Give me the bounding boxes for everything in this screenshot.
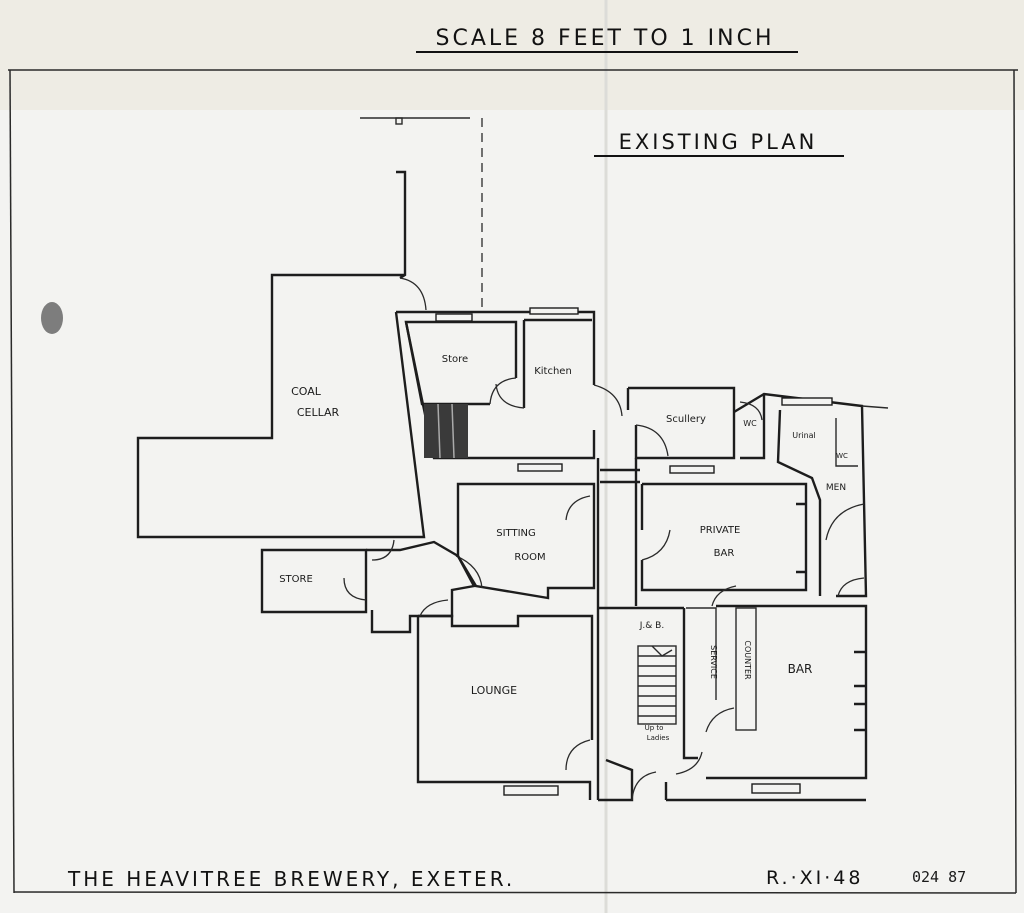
store-lower-walls: [260, 548, 368, 614]
store-lower-door: [343, 577, 367, 601]
counter-return: [686, 607, 717, 700]
stair-hall-door-2: [675, 751, 703, 775]
lounge-door: [565, 739, 591, 771]
jb-label: J.& B.: [639, 621, 664, 631]
lounge-window: [503, 785, 559, 796]
men-door: [825, 503, 865, 541]
stairs-note: Up to: [645, 724, 664, 732]
wc-small-label: WC: [836, 452, 848, 460]
private-bar-door: [641, 529, 671, 561]
store-lower-label: STORE: [279, 574, 313, 585]
pencil-note: 024 87: [912, 868, 966, 886]
company-title: THE HEAVITREE BREWERY, EXETER.: [67, 867, 515, 891]
border-right: [1013, 69, 1017, 894]
kitchen-label: Kitchen: [534, 366, 572, 377]
stair-hall-walls: [598, 606, 698, 802]
service-counter: [735, 607, 757, 731]
coal-cellar-door: [399, 277, 427, 311]
men-label: MEN: [826, 483, 846, 493]
stair-tread: [437, 403, 441, 459]
urinal-wall: [835, 418, 858, 467]
outer-wall-end: [861, 405, 889, 409]
kitchen-wall: [522, 318, 592, 408]
tape-strip: [0, 0, 1024, 110]
coal-cellar-label-2: CELLAR: [297, 406, 340, 419]
urinal-window: [781, 397, 833, 406]
urinal-label: Urinal: [792, 431, 816, 440]
lounge-door-2: [419, 599, 449, 617]
coal-cellar-walls: [136, 170, 426, 539]
corridor-walls: [596, 458, 640, 800]
store-upper-label: Store: [442, 354, 468, 365]
passage-door: [593, 384, 623, 417]
private-bar-walls: [640, 482, 808, 592]
bar-window: [751, 783, 801, 794]
bar-walls: [666, 604, 868, 802]
scullery-label: Scullery: [666, 414, 706, 425]
kitchen-door: [495, 383, 525, 409]
main-staircase: [637, 645, 677, 725]
private-bar-window: [669, 465, 715, 474]
sitting-room-door: [565, 495, 591, 521]
lounge-walls: [416, 614, 594, 800]
border-bottom: [13, 891, 1017, 894]
store-window: [435, 313, 473, 322]
private-bar-label-2: BAR: [714, 548, 735, 559]
sitting-room-walls: [456, 482, 596, 600]
border-left: [9, 69, 15, 894]
stair-tread: [451, 403, 455, 459]
bar-label: BAR: [788, 662, 813, 676]
plan-title: EXISTING PLAN: [619, 130, 818, 154]
men-door-2: [837, 577, 865, 597]
private-bar-label: PRIVATE: [700, 525, 741, 536]
scale-text: SCALE 8 FEET TO 1 INCH: [436, 26, 775, 51]
counter-label: COUNTER: [743, 640, 752, 680]
bar-door: [705, 707, 735, 733]
sitting-room-window: [517, 463, 563, 472]
lounge-label: LOUNGE: [471, 684, 517, 697]
sitting-room-label-2: ROOM: [514, 552, 545, 563]
store-stairs: [424, 404, 468, 458]
store-door: [489, 377, 517, 405]
kitchen-window: [529, 307, 579, 315]
scullery-walls: [626, 386, 736, 460]
private-bar-door-2: [711, 585, 737, 607]
service-label: SERVICE: [709, 645, 718, 679]
coal-cellar-label: COAL: [291, 385, 322, 398]
stair-hall-door: [631, 771, 657, 801]
sitting-room-label: SITTING: [496, 528, 536, 539]
scullery-door: [635, 424, 669, 457]
ink-stain: [41, 302, 63, 334]
lobby-walls: [366, 540, 476, 634]
site-post: [395, 117, 403, 125]
wc-label: WC: [743, 419, 757, 428]
stairs-note-2: Ladies: [647, 734, 670, 742]
wc-door: [739, 401, 763, 421]
drawing-ref: R.·XI·48: [766, 867, 863, 889]
lobby-door: [371, 539, 395, 561]
